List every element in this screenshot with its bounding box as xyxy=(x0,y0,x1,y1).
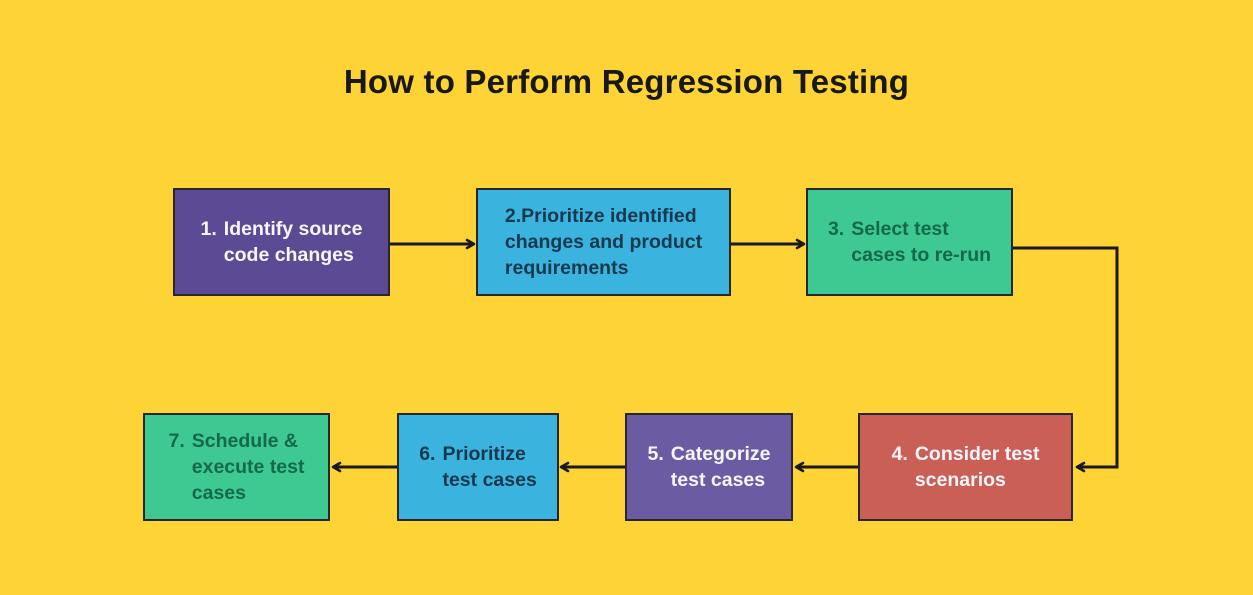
step-number: 5. xyxy=(647,443,664,465)
step-number: 3. xyxy=(827,218,845,240)
step-box-7: 7. Schedule & execute test cases xyxy=(143,413,330,521)
step-number: 6. xyxy=(419,443,436,465)
step-text-line: 2.Prioritize identified xyxy=(504,205,697,227)
step-text-line: Identify source xyxy=(223,218,363,240)
step-text-line: Consider test xyxy=(914,443,1040,465)
step-text-line: cases xyxy=(191,482,246,504)
step-text-line: Prioritize xyxy=(442,443,526,465)
step-box-2: 2.Prioritize identified changes and prod… xyxy=(476,188,731,296)
step-text-line: cases to re-run xyxy=(851,244,992,266)
step-box-3: 3. Select test cases to re-run xyxy=(806,188,1013,296)
step-text-line: test cases xyxy=(670,469,766,491)
step-text-line: Categorize xyxy=(670,443,771,465)
step-text-line: test cases xyxy=(442,469,537,491)
step-text-line: execute test xyxy=(191,456,305,478)
arrow-step3-to-step4 xyxy=(1013,246,1119,473)
step-number: 1. xyxy=(200,218,217,240)
step-text-line: scenarios xyxy=(914,469,1006,491)
step-text-line: Schedule & xyxy=(191,430,298,452)
step-box-5: 5. Categorize test cases xyxy=(625,413,793,521)
step-box-4: 4. Consider test scenarios xyxy=(858,413,1073,521)
step-box-1: 1. Identify source code changes xyxy=(173,188,390,296)
step-box-6: 6. Prioritize test cases xyxy=(397,413,559,521)
step-number: 4. xyxy=(891,443,908,465)
step-text-line: Select test xyxy=(851,218,949,240)
step-text-line: requirements xyxy=(504,257,629,279)
step-text-line: changes and product xyxy=(504,231,703,253)
page-title: How to Perform Regression Testing xyxy=(343,63,910,100)
step-number: 7. xyxy=(168,430,185,452)
step-text-line: code changes xyxy=(223,244,354,266)
